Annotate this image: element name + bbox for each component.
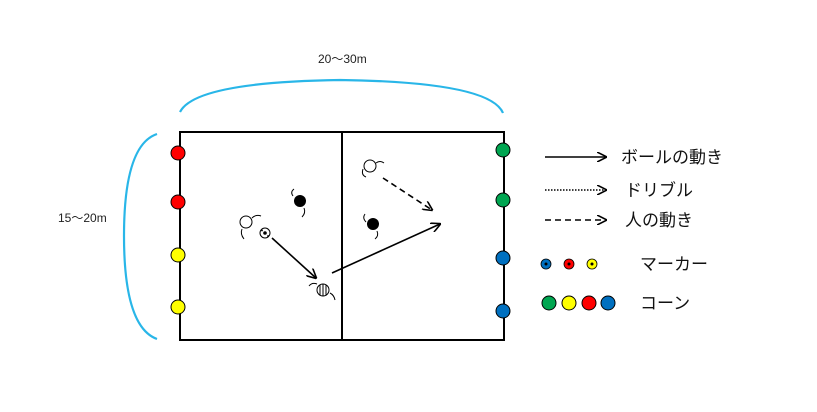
run-arrow bbox=[382, 177, 432, 210]
soccer-ball-icon bbox=[259, 227, 271, 239]
legend-cones bbox=[541, 295, 616, 311]
player-striped bbox=[308, 282, 336, 301]
height-label: 15～20m bbox=[58, 211, 107, 225]
legend: ボールの動き ドリブル 人の動き マーカー コーン bbox=[540, 148, 723, 314]
width-label: 20～30m bbox=[318, 52, 367, 66]
cone-green bbox=[495, 142, 511, 158]
player-white-right bbox=[361, 159, 385, 178]
legend-dribble-label: ドリブル bbox=[625, 180, 693, 201]
legend-cone-label: コーン bbox=[640, 294, 690, 314]
legend-run-label: 人の動き bbox=[625, 211, 693, 231]
cone-red bbox=[170, 194, 186, 210]
cone-blue bbox=[495, 250, 511, 266]
height-bracket bbox=[122, 132, 158, 341]
pass-arrow bbox=[271, 237, 316, 278]
cone-green bbox=[495, 192, 511, 208]
cone-yellow bbox=[170, 299, 186, 315]
player-white-left bbox=[239, 214, 262, 240]
width-bracket bbox=[179, 78, 505, 114]
legend-ball-label: ボールの動き bbox=[621, 148, 723, 168]
player-black-left bbox=[291, 188, 306, 218]
cone-blue bbox=[495, 303, 511, 319]
right-cones bbox=[495, 142, 511, 319]
pass-arrow bbox=[331, 224, 440, 274]
player-black-right bbox=[363, 213, 379, 240]
legend-markers bbox=[540, 258, 598, 270]
legend-marker-label: マーカー bbox=[640, 255, 708, 275]
left-cones bbox=[170, 145, 186, 315]
cone-red bbox=[170, 145, 186, 161]
cone-yellow bbox=[170, 247, 186, 263]
